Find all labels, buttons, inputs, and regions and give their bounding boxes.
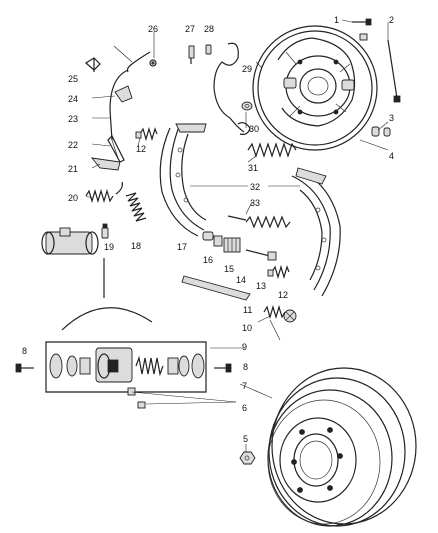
bolt-2 [387, 39, 401, 103]
callout-19: 19 [104, 242, 114, 252]
lever-21 [90, 157, 121, 171]
callout-20: 20 [68, 193, 78, 203]
callout-13: 13 [256, 281, 266, 291]
nut-hardware [359, 33, 368, 41]
callout-31: 31 [248, 163, 258, 173]
wheel-cylinder [41, 227, 99, 255]
callout-26: 26 [148, 24, 158, 34]
spring-12-lower [267, 264, 290, 280]
callout-22: 22 [68, 140, 78, 150]
screw-14 [245, 249, 277, 261]
spring-11 [263, 304, 286, 320]
leader-lines [85, 19, 389, 452]
callout-25: 25 [68, 74, 78, 84]
callout-9: 9 [242, 342, 247, 352]
spring-20 [85, 181, 123, 204]
cable-26 [126, 51, 157, 73]
callout-14: 14 [236, 275, 246, 285]
bolt-1 [352, 18, 372, 26]
callout-33: 33 [250, 198, 260, 208]
callout-8-left: 8 [22, 346, 27, 356]
callout-11: 11 [243, 305, 252, 315]
washer-28 [205, 44, 212, 55]
boot-8-left [15, 363, 34, 373]
callout-6: 6 [242, 403, 247, 413]
pin-17 [202, 231, 214, 241]
callout-10: 10 [242, 323, 252, 333]
callout-2: 2 [389, 15, 394, 25]
callout-29: 29 [242, 64, 252, 74]
brake-drum [267, 367, 417, 527]
parking-cable-29 [213, 42, 251, 135]
callout-4: 4 [389, 151, 394, 161]
callout-3: 3 [389, 113, 394, 123]
callout-12-lower: 12 [278, 290, 288, 300]
fittings-6 [127, 387, 146, 409]
callout-30: 30 [249, 124, 259, 134]
spring-12-upper [135, 126, 158, 142]
pin-27 [188, 45, 195, 64]
lever-13 [181, 275, 251, 301]
nut-30 [241, 101, 253, 111]
callout-21: 21 [68, 164, 78, 174]
bleeder-19 [101, 223, 109, 239]
bracket-24 [114, 85, 133, 103]
callout-8-right: 8 [243, 362, 248, 372]
adjuster-16 [213, 235, 223, 247]
brake-shoe-left [159, 123, 207, 237]
callout-7: 7 [242, 381, 247, 391]
retainer-10 [283, 309, 297, 323]
clip-25 [84, 57, 101, 72]
callout-32: 32 [250, 182, 260, 192]
callout-1: 1 [334, 15, 339, 25]
callout-23: 23 [68, 114, 78, 124]
plug-3 [371, 126, 391, 137]
callout-27: 27 [185, 24, 195, 34]
wheel-cylinder-exploded [45, 341, 207, 393]
callout-15: 15 [224, 264, 234, 274]
backing-plate [252, 25, 378, 151]
callout-28: 28 [204, 24, 214, 34]
callout-17: 17 [177, 242, 187, 252]
callout-18: 18 [131, 241, 141, 251]
callout-12-upper: 12 [136, 144, 146, 154]
adjuster-15 [223, 237, 241, 253]
exploded-view-leaders [61, 258, 153, 331]
callout-16: 16 [203, 255, 213, 265]
lug-nut-5 [239, 451, 256, 465]
spring-33 [227, 215, 291, 229]
brake-shoe-right [291, 167, 341, 297]
callout-labels: 1 2 3 4 5 6 7 8 8 9 10 11 12 12 13 14 15… [22, 15, 394, 444]
cable-strut-22 [107, 134, 125, 163]
boot-8-right [214, 363, 232, 373]
callout-24: 24 [68, 94, 78, 104]
spring-18 [125, 192, 147, 222]
parking-brake-cable-23 [109, 69, 129, 141]
spring-31 [247, 142, 297, 158]
callout-5: 5 [243, 434, 248, 444]
